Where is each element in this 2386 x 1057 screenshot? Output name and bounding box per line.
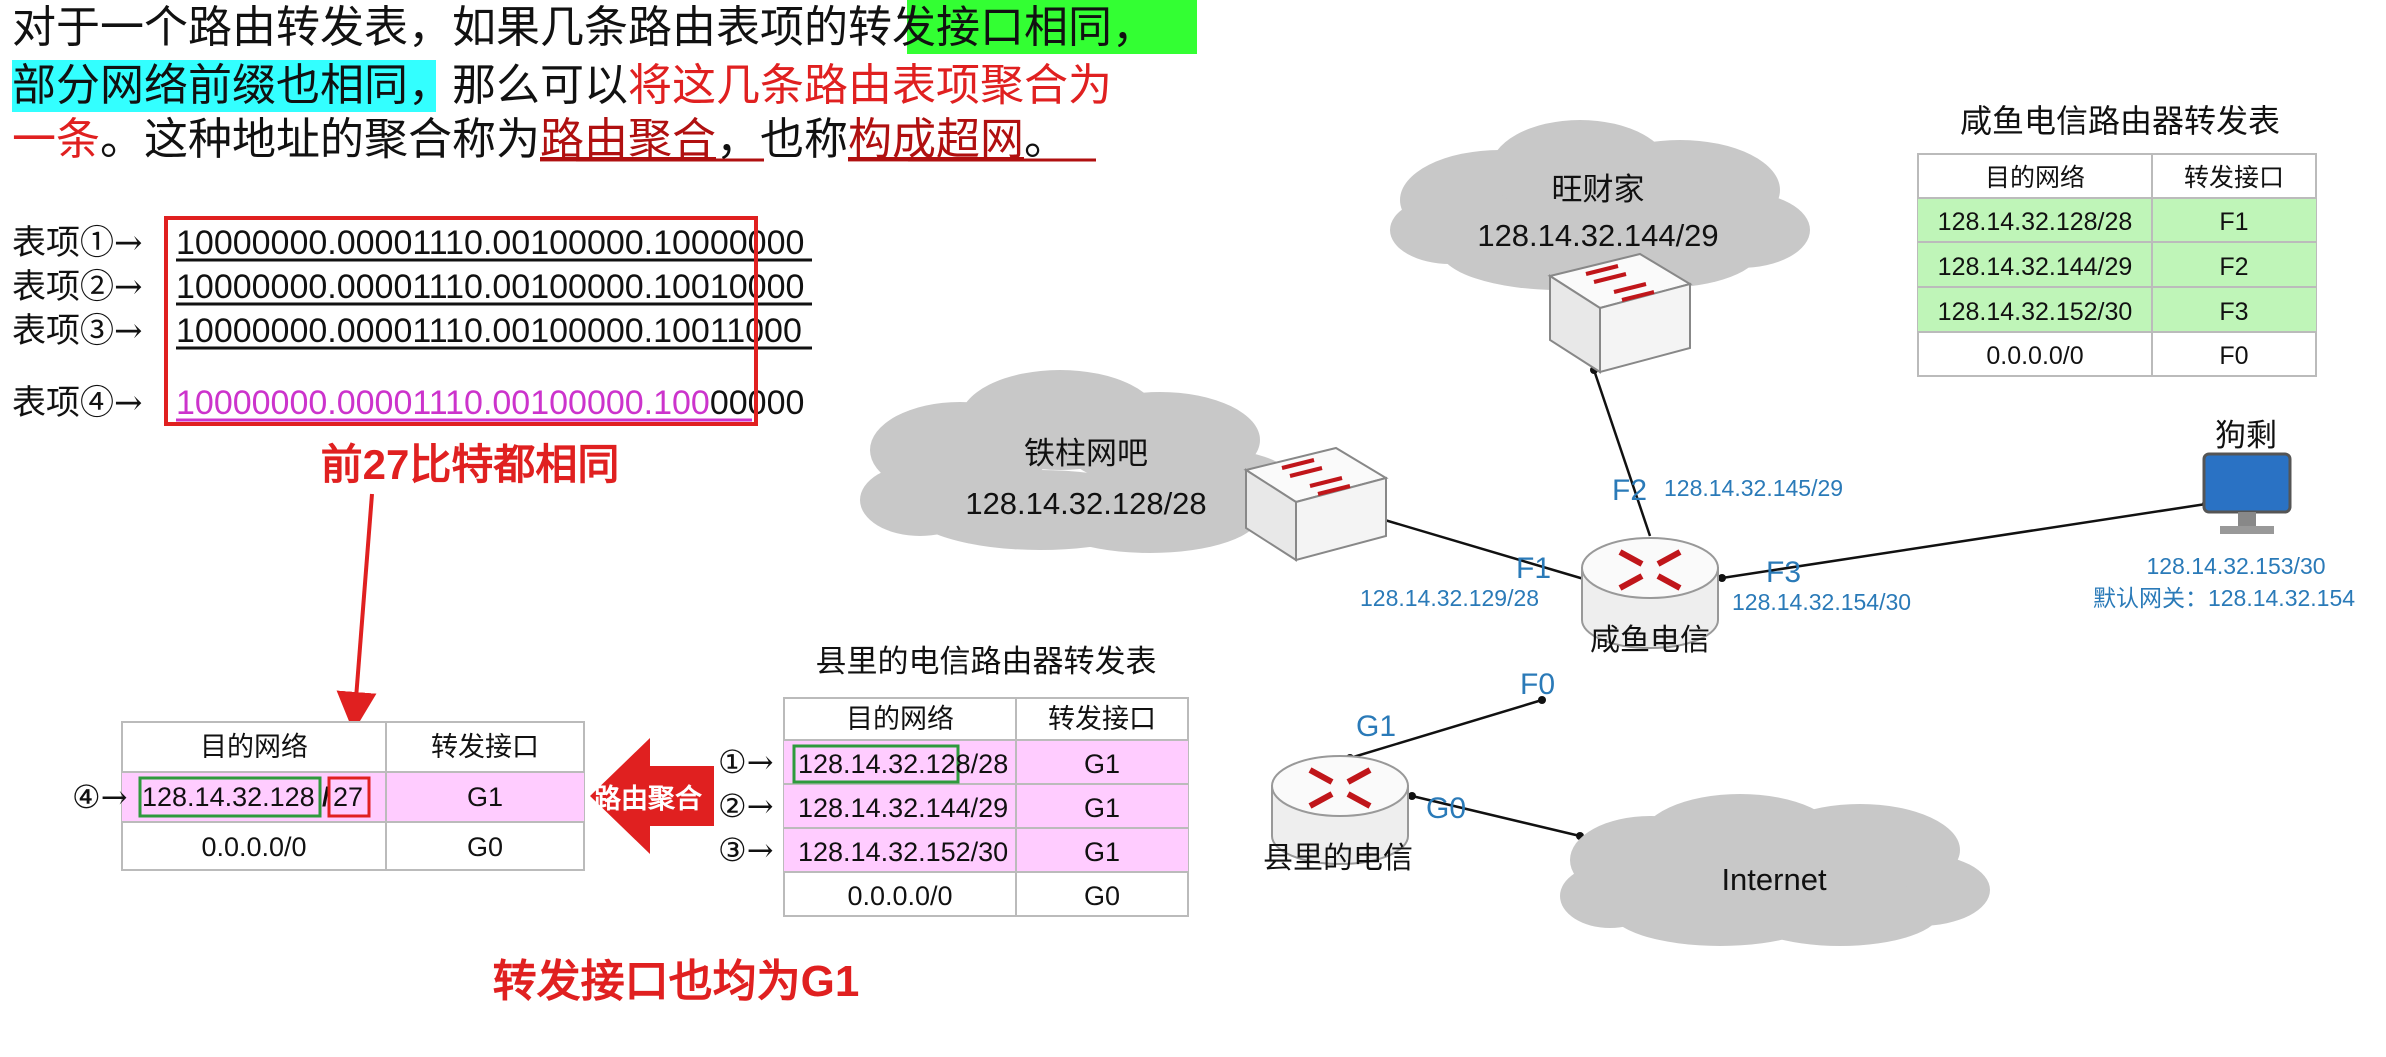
county-table-title: 县里的电信路由器转发表 [816,644,1157,679]
green-highlight [907,0,1197,54]
svg-text:路由聚合: 路由聚合 [594,783,702,814]
switch-tiezhu [1243,446,1389,562]
note-iface-g1: 转发接口也均为G1 [493,957,860,1006]
svg-text:F3: F3 [1766,556,1801,589]
svg-text:咸鱼电信: 咸鱼电信 [1590,624,1710,657]
svg-text:默认网关：128.14.32.154: 默认网关：128.14.32.154 [2093,585,2355,611]
xianyu-header-iface: 转发接口 [2184,164,2284,192]
xianyu-table: 咸鱼电信路由器转发表 目的网络 转发接口 128.14.32.128/28 F1… [1917,103,2317,377]
county-row3-marker: ③→ [718,831,774,869]
aggregated-table: 目的网络 转发接口 ④→ 128.14.32.128 / 27 G1 0.0.0… [72,721,585,871]
binary-entry-3: 表项③→ 10000000.00001110.00100000.10011000 [12,311,812,351]
county-row2-net: 128.14.32.144/29 [798,793,1008,823]
county-header-iface: 转发接口 [1048,704,1156,734]
cloud-tiezhu: 铁柱网吧 128.14.32.128/28 [860,370,1300,553]
binary-entry-1: 表项①→ 10000000.00001110.00100000.10000000 [12,223,812,263]
svg-text:128.14.32.128/28: 128.14.32.128/28 [965,486,1206,521]
svg-text:F0: F0 [1520,668,1555,701]
svg-text:10000000.00001110.00100000.100: 10000000.00001110.00100000.10011000 [176,312,802,350]
agg-header-net: 目的网络 [200,732,308,762]
xianyu-row4-net: 0.0.0.0/0 [1986,342,2083,370]
svg-text:表项①→: 表项①→ [12,223,143,263]
cloud-internet: Internet [1560,794,1990,946]
xianyu-table-title: 咸鱼电信路由器转发表 [1960,103,2280,139]
xianyu-row1-iface: F1 [2219,208,2248,236]
binary-entry-4: 表项④→ 10000000.00001110.00100000.10000000 [12,383,804,423]
svg-text:表项③→: 表项③→ [12,311,143,351]
svg-text:10000000.00001110.00100000.100: 10000000.00001110.00100000.10010000 [176,268,804,306]
intro-line1: 对于一个路由转发表，如果几条路由表项的转发接口相同， [12,2,1156,53]
binary-entries: 表项①→ 10000000.00001110.00100000.10000000… [12,216,812,426]
xianyu-row3-net: 128.14.32.152/30 [1938,298,2133,326]
intro-line2: 部分网络前缀也相同，那么可以将这几条路由表项聚合为 [12,60,1112,111]
switch-wangcai [1547,252,1693,374]
county-row1-iface: G1 [1084,749,1120,779]
router-county: 县里的电信 [1263,755,1413,875]
agg-row1-iface: G1 [467,782,503,812]
xianyu-row4-iface: F0 [2219,342,2248,370]
county-row4-net: 0.0.0.0/0 [847,881,952,911]
svg-text:旺财家: 旺财家 [1552,172,1645,207]
county-row1-net: 128.14.32.128/28 [798,749,1008,779]
svg-text:F2: F2 [1612,474,1647,507]
svg-text:F1: F1 [1516,552,1551,585]
svg-text:表项②→: 表项②→ [12,267,143,307]
svg-text:Internet: Internet [1721,862,1827,897]
xianyu-row2-net: 128.14.32.144/29 [1938,253,2133,281]
xianyu-row3-iface: F3 [2219,298,2248,326]
svg-text:10000000.00001110.00100000.100: 10000000.00001110.00100000.10000000 [176,384,804,422]
county-header-net: 目的网络 [846,704,954,734]
xianyu-header-net: 目的网络 [1985,164,2085,192]
svg-text:G1: G1 [1356,710,1396,743]
agg-row2-net: 0.0.0.0/0 [201,832,306,862]
port-labels: F2 128.14.32.145/29 F1 128.14.32.129/28 … [1356,474,1911,825]
svg-text:128.14.32.154/30: 128.14.32.154/30 [1732,589,1911,615]
note-same27: 前27比特都相同 [321,441,620,488]
svg-text:狗剩: 狗剩 [2215,418,2277,453]
network-links [1349,369,2207,838]
router-xianyu: 咸鱼电信 [1581,537,1719,657]
host-gousheng: 狗剩 128.14.32.153/30 默认网关：128.14.32.154 [2093,418,2355,611]
svg-text:128.14.32.129/28: 128.14.32.129/28 [1360,585,1539,611]
agg-row1-marker: ④→ [72,778,128,816]
intro-line3: 一条。这种地址的聚合称为路由聚合，也称构成超网。 [12,114,1068,165]
agg-row1-slash: / [322,782,330,812]
svg-text:128.14.32.153/30: 128.14.32.153/30 [2146,553,2325,579]
county-row4-iface: G0 [1084,881,1120,911]
svg-text:县里的电信: 县里的电信 [1263,842,1413,875]
svg-text:铁柱网吧: 铁柱网吧 [1024,436,1148,471]
svg-text:128.14.32.144/29: 128.14.32.144/29 [1477,218,1718,253]
xianyu-row1-net: 128.14.32.128/28 [1938,208,2133,236]
same27-arrow [336,493,377,732]
county-row3-net: 128.14.32.152/30 [798,837,1008,867]
county-row2-marker: ②→ [718,787,774,825]
county-table: 县里的电信路由器转发表 目的网络 转发接口 ①→ 128.14.32.128/2… [718,644,1189,917]
cyan-highlight [12,60,436,112]
binary-entry-2: 表项②→ 10000000.00001110.00100000.10010000 [12,267,812,307]
svg-text:表项④→: 表项④→ [12,383,143,423]
county-row2-iface: G1 [1084,793,1120,823]
agg-header-iface: 转发接口 [431,732,539,762]
county-row1-marker: ①→ [718,743,774,781]
prefix-highlight-box [164,216,758,426]
agg-row2-iface: G0 [467,832,503,862]
aggregate-arrow: 路由聚合 [590,738,714,854]
svg-text:10000000.00001110.00100000.100: 10000000.00001110.00100000.10000000 [176,224,804,262]
agg-row1-net: 128.14.32.128 [142,782,315,812]
agg-row1-mask: 27 [333,782,363,812]
xianyu-row2-iface: F2 [2219,253,2248,281]
svg-text:128.14.32.145/29: 128.14.32.145/29 [1664,475,1843,501]
svg-text:G0: G0 [1426,792,1466,825]
county-row3-iface: G1 [1084,837,1120,867]
